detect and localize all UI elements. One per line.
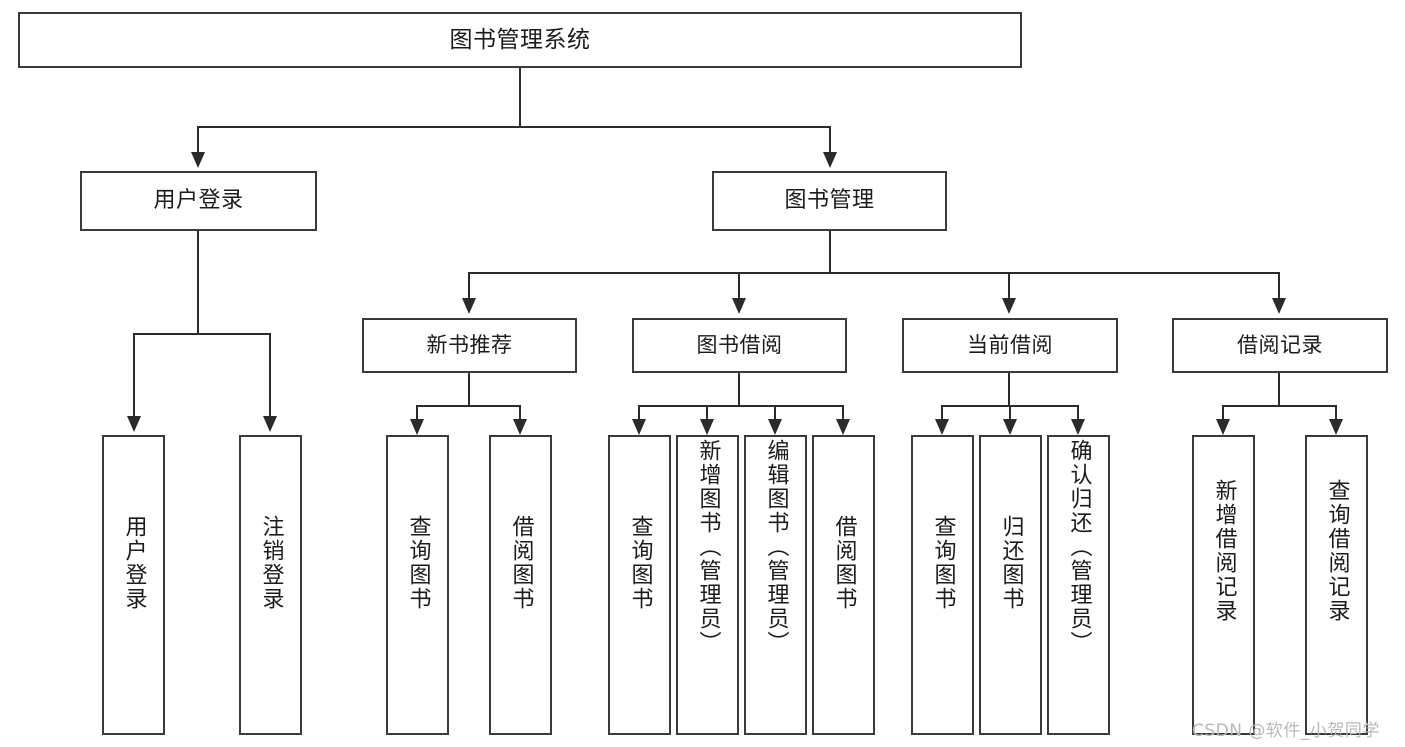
- arrow-to-current-borrow: [1002, 298, 1016, 314]
- edge-borrow-record-child-2: [1335, 405, 1337, 421]
- edge-book-management-stem: [829, 231, 831, 273]
- arrow-to-new-book-rec: [462, 298, 476, 314]
- arrow-to-borrow-record: [1272, 298, 1286, 314]
- leaf-confirm-return-admin[interactable]: 确认归还（管理员）: [1047, 435, 1110, 735]
- edge-user-login-child-1: [133, 333, 135, 418]
- arrow-leaf-return-book: [1003, 419, 1017, 435]
- leaf-query-book-1-label: 查询图书: [405, 515, 431, 611]
- edge-book-borrow-child-4: [842, 405, 844, 421]
- edge-user-login-child-2: [269, 333, 271, 418]
- leaf-borrow-book-1-label: 借阅图书: [508, 515, 534, 611]
- leaf-edit-book-admin-label: 编辑图书（管理员）: [763, 439, 789, 655]
- arrow-to-book-manage: [823, 152, 837, 168]
- edge-current-borrow-child-1: [941, 405, 943, 421]
- leaf-add-book-admin[interactable]: 新增图书（管理员）: [676, 435, 739, 735]
- edge-new-book-rec-bus: [416, 405, 521, 407]
- edge-borrow-record-bus: [1222, 405, 1337, 407]
- node-current-borrowing[interactable]: 当前借阅: [902, 318, 1118, 373]
- leaf-query-book-2-label: 查询图书: [627, 515, 653, 611]
- leaf-user-login-label: 用户登录: [121, 515, 147, 611]
- arrow-leaf-borrow-book-2: [836, 419, 850, 435]
- edge-book-borrow-child-1: [638, 405, 640, 421]
- node-root-system[interactable]: 图书管理系统: [18, 12, 1022, 68]
- leaf-query-borrow-record-label: 查询借阅记录: [1324, 479, 1350, 623]
- node-new-book-recommendation-label: 新书推荐: [426, 333, 513, 358]
- leaf-return-book[interactable]: 归还图书: [979, 435, 1042, 735]
- leaf-query-book-3[interactable]: 查询图书: [911, 435, 974, 735]
- leaf-edit-book-admin[interactable]: 编辑图书（管理员）: [744, 435, 807, 735]
- edge-new-book-rec-child-2: [519, 405, 521, 421]
- arrow-leaf-user-login: [127, 416, 141, 432]
- node-user-login[interactable]: 用户登录: [80, 171, 317, 231]
- edge-to-new-book-rec: [468, 272, 470, 300]
- leaf-add-borrow-record[interactable]: 新增借阅记录: [1192, 435, 1255, 735]
- node-borrowing-record-label: 借阅记录: [1237, 333, 1323, 358]
- leaf-logout[interactable]: 注销登录: [239, 435, 302, 735]
- edge-to-user-login: [197, 126, 199, 154]
- edge-root-stem: [519, 68, 521, 127]
- leaf-add-borrow-record-label: 新增借阅记录: [1211, 479, 1237, 623]
- arrow-to-user-login: [191, 152, 205, 168]
- arrow-leaf-add-book: [700, 419, 714, 435]
- edge-new-book-rec-stem: [468, 373, 470, 406]
- node-borrowing-record[interactable]: 借阅记录: [1172, 318, 1388, 373]
- edge-to-book-manage: [829, 126, 831, 154]
- arrow-leaf-borrow-book-1: [513, 419, 527, 435]
- leaf-borrow-book-1[interactable]: 借阅图书: [489, 435, 552, 735]
- edge-book-borrow-bus: [638, 405, 842, 407]
- arrow-leaf-query-record: [1329, 419, 1343, 435]
- edge-borrow-record-child-1: [1222, 405, 1224, 421]
- edge-to-book-borrow: [738, 272, 740, 300]
- leaf-query-book-2[interactable]: 查询图书: [608, 435, 671, 735]
- leaf-confirm-return-admin-label: 确认归还（管理员）: [1066, 439, 1092, 655]
- edge-level2-bus: [468, 272, 1280, 274]
- edge-current-borrow-stem: [1008, 373, 1010, 406]
- leaf-borrow-book-2[interactable]: 借阅图书: [812, 435, 875, 735]
- arrow-to-book-borrow: [732, 298, 746, 314]
- leaf-borrow-book-2-label: 借阅图书: [831, 515, 857, 611]
- arrow-leaf-edit-book: [768, 419, 782, 435]
- leaf-return-book-label: 归还图书: [998, 515, 1024, 611]
- node-book-borrowing[interactable]: 图书借阅: [632, 318, 847, 373]
- leaf-logout-label: 注销登录: [258, 515, 284, 611]
- arrow-leaf-logout: [263, 416, 277, 432]
- edge-to-current-borrow: [1008, 272, 1010, 300]
- arrow-leaf-confirm-return: [1071, 419, 1085, 435]
- arrow-leaf-add-record: [1216, 419, 1230, 435]
- leaf-add-book-admin-label: 新增图书（管理员）: [695, 439, 721, 655]
- edge-book-borrow-child-3: [774, 405, 776, 421]
- edge-new-book-rec-child-1: [416, 405, 418, 421]
- edge-current-borrow-child-2: [1009, 405, 1011, 421]
- arrow-leaf-query-book-1: [410, 419, 424, 435]
- node-book-borrowing-label: 图书借阅: [696, 333, 783, 358]
- edge-level1-bus: [197, 126, 831, 128]
- edge-current-borrow-child-3: [1077, 405, 1079, 421]
- leaf-query-borrow-record[interactable]: 查询借阅记录: [1305, 435, 1368, 735]
- arrow-leaf-query-book-2: [632, 419, 646, 435]
- edge-borrow-record-stem: [1278, 373, 1280, 406]
- leaf-query-book-1[interactable]: 查询图书: [386, 435, 449, 735]
- leaf-query-book-3-label: 查询图书: [930, 515, 956, 611]
- node-new-book-recommendation[interactable]: 新书推荐: [362, 318, 577, 373]
- edge-user-login-bus: [133, 333, 271, 335]
- leaf-user-login[interactable]: 用户登录: [102, 435, 165, 735]
- arrow-leaf-query-book-3: [935, 419, 949, 435]
- node-root-system-label: 图书管理系统: [449, 26, 591, 53]
- node-current-borrowing-label: 当前借阅: [967, 333, 1053, 358]
- node-user-login-label: 用户登录: [153, 188, 244, 214]
- edge-user-login-stem: [197, 231, 199, 334]
- edge-book-borrow-child-2: [706, 405, 708, 421]
- node-book-management-label: 图书管理: [784, 188, 875, 214]
- node-book-management[interactable]: 图书管理: [712, 171, 947, 231]
- edge-book-borrow-stem: [738, 373, 740, 406]
- edge-to-borrow-record: [1278, 272, 1280, 300]
